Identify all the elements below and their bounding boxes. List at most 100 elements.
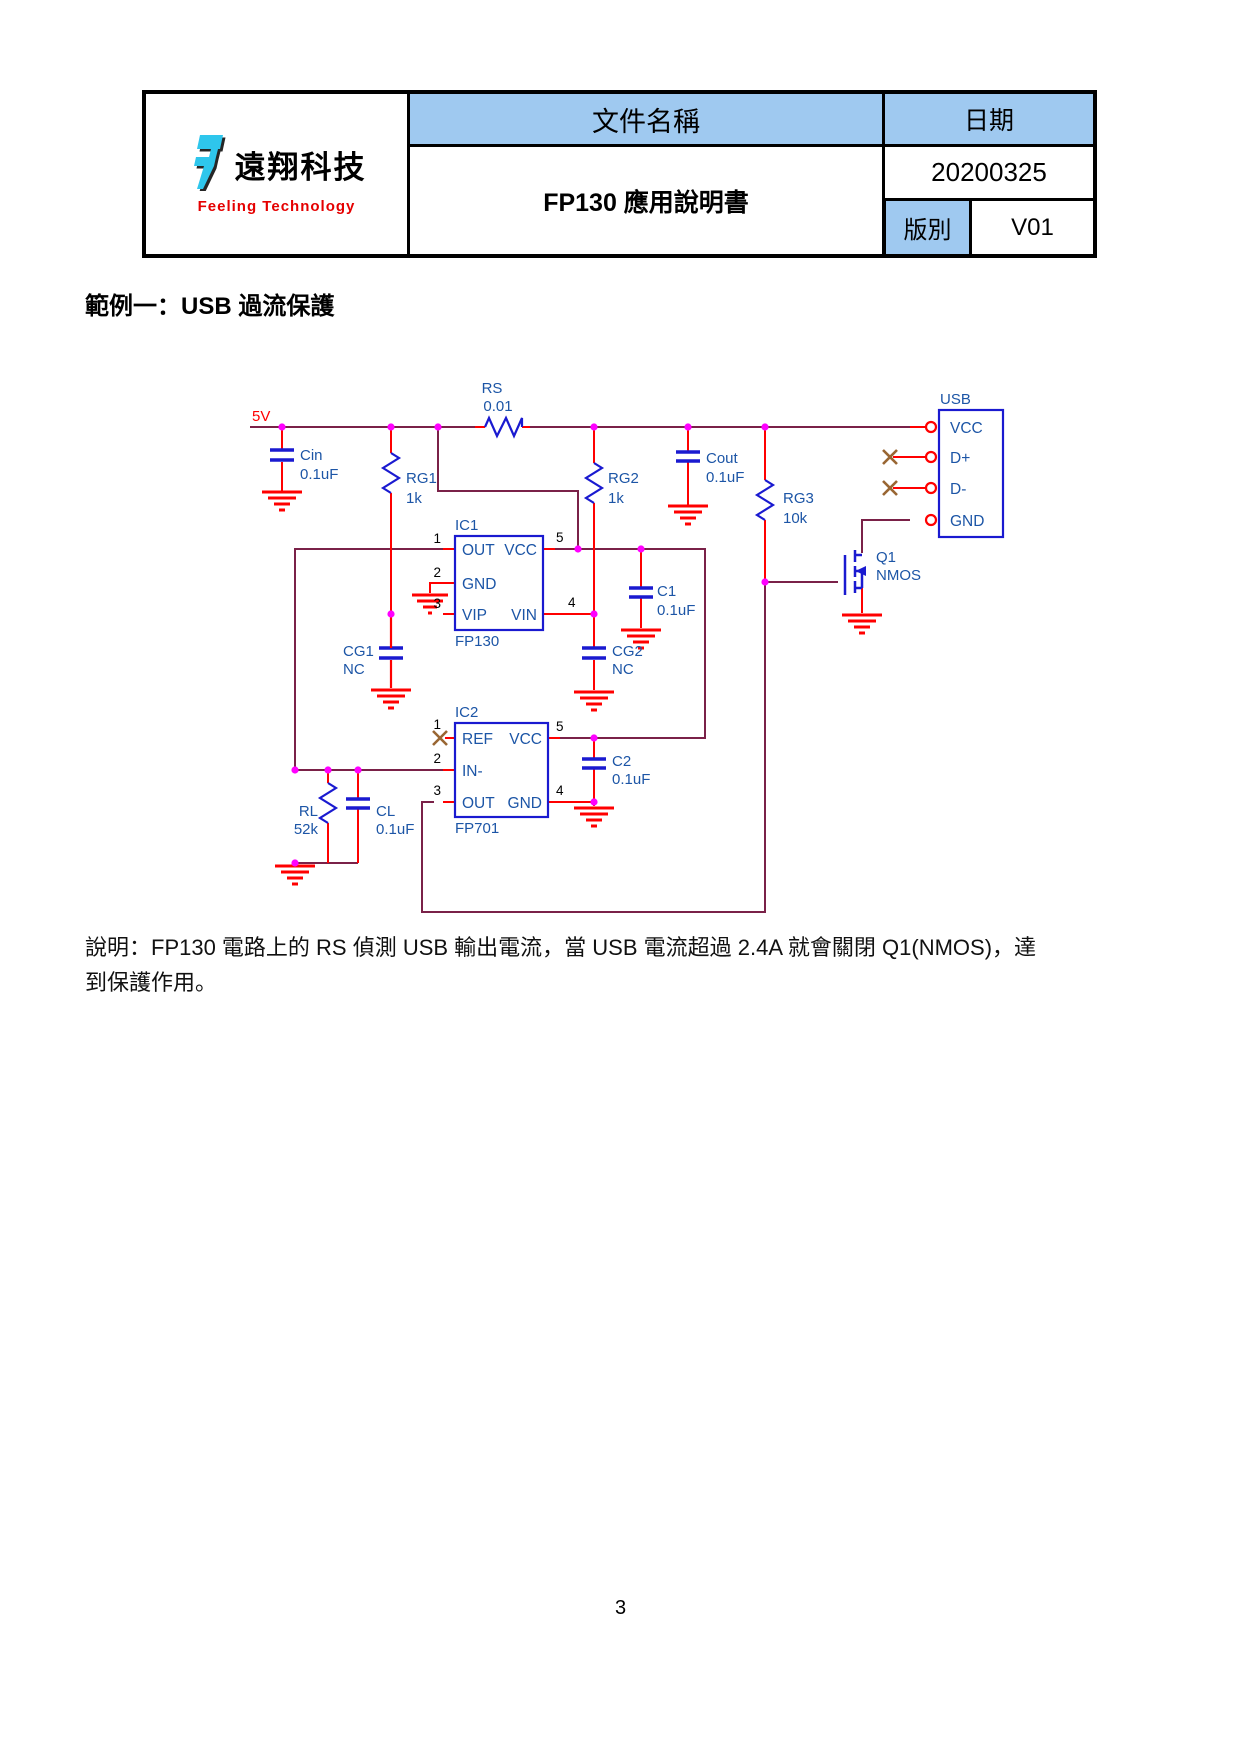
rg3-ref: RG3: [783, 490, 814, 507]
rs-value: 0.01: [483, 398, 512, 415]
junction-dots: [278, 423, 769, 867]
ic2-pin2-number: 2: [433, 751, 441, 766]
q1-part: NMOS: [876, 567, 921, 584]
ic1-pin1-number: 1: [433, 531, 441, 546]
ic2-pin-gnd: GND: [508, 795, 542, 812]
logo-f-icon: [187, 133, 229, 196]
ic2-pin5-number: 5: [556, 719, 564, 734]
version-value: V01: [971, 199, 1094, 255]
ic2-pin1-number: 1: [433, 717, 441, 732]
ic2-pin-ref: REF: [462, 731, 493, 748]
capacitor-cg2: [582, 646, 606, 660]
components: [270, 408, 1005, 824]
ic2-pin-inm: IN-: [462, 763, 483, 780]
ic1-body: [453, 534, 545, 632]
ic2-body: [453, 721, 550, 819]
document-header-table: 遠翔科技 Feeling Technology 文件名稱 FP130 應用說明書…: [142, 90, 1097, 258]
ic1-pin3-number: 3: [433, 596, 441, 611]
rs-ref: RS: [482, 380, 503, 397]
c2-value: 0.1uF: [612, 771, 650, 788]
ground-ic1-gnd: [412, 593, 448, 615]
net-label-5v: 5V: [252, 408, 270, 425]
ground-symbols: [262, 490, 882, 886]
wires: [250, 426, 910, 913]
rg2-value: 1k: [608, 490, 624, 507]
date-label: 日期: [883, 93, 1094, 146]
version-label: 版別: [885, 199, 971, 255]
no-connect-marks: [432, 449, 898, 746]
usb-pin-vcc: VCC: [950, 420, 983, 437]
resistor-rg2: [583, 462, 605, 504]
capacitor-cin: [270, 448, 294, 462]
ic2-pin4-number: 4: [556, 783, 564, 798]
ic1-pin-out: OUT: [462, 542, 495, 559]
resistor-rl: [317, 782, 339, 824]
ground-q1: [842, 613, 882, 635]
capacitor-c2: [582, 757, 606, 770]
ground-cout: [668, 504, 708, 526]
component-leads: [281, 426, 926, 863]
usb-connector-body: [937, 408, 1005, 539]
section-heading: 範例一：USB 過流保護: [85, 293, 335, 320]
rl-value: 52k: [294, 821, 319, 838]
ic1-part: FP130: [455, 633, 499, 650]
date-value: 20200325: [883, 146, 1094, 199]
ground-cg1: [371, 688, 411, 710]
ic2-part: FP701: [455, 820, 499, 837]
cout-ref: Cout: [706, 450, 739, 467]
ic1-ref: IC1: [455, 517, 478, 534]
ground-rl-cl: [275, 864, 315, 886]
doc-title: FP130 應用說明書: [409, 146, 883, 255]
ic1-pin-gnd: GND: [462, 576, 496, 593]
description-line-1: 說明：FP130 電路上的 RS 偵測 USB 輸出電流，當 USB 電流超過 …: [85, 935, 1037, 960]
ic1-pin2-number: 2: [433, 565, 441, 580]
usb-pin-circles: [924, 420, 938, 527]
version-row: 版別 V01: [883, 199, 1094, 255]
rg3-value: 10k: [783, 510, 808, 527]
ic1-pin-vin: VIN: [511, 607, 537, 624]
company-logo: 遠翔科技 Feeling Technology: [145, 93, 409, 255]
cout-value: 0.1uF: [706, 469, 744, 486]
rg2-ref: RG2: [608, 470, 639, 487]
ic1-pin-vcc: VCC: [504, 542, 537, 559]
cg1-ref: CG1: [343, 643, 374, 660]
ic2-pin-out: OUT: [462, 795, 495, 812]
schematic-svg: 5V RS 0.01 Cin 0.1uF RG1 1k RG2 1k Cout …: [250, 380, 1005, 913]
noconnect-dminus: [882, 480, 898, 496]
cl-value: 0.1uF: [376, 821, 414, 838]
usb-ref: USB: [940, 391, 971, 408]
q1-body-arrow: [855, 566, 866, 576]
description-line-2: 到保護作用。: [85, 970, 218, 995]
cg2-ref: CG2: [612, 643, 643, 660]
cl-ref: CL: [376, 803, 395, 820]
resistor-rs: [483, 415, 524, 439]
rg1-ref: RG1: [406, 470, 437, 487]
ground-cin: [262, 490, 302, 512]
description-paragraph: 說明：FP130 電路上的 RS 偵測 USB 輸出電流，當 USB 電流超過 …: [85, 930, 1185, 1000]
cin-value: 0.1uF: [300, 466, 338, 483]
c2-ref: C2: [612, 753, 631, 770]
ic1-pin4-number: 4: [568, 595, 576, 610]
ground-c2: [574, 806, 614, 828]
ic2-pin3-number: 3: [433, 783, 441, 798]
noconnect-ref: [432, 730, 448, 746]
noconnect-dplus: [882, 449, 898, 465]
ic1-pin-vip: VIP: [462, 607, 487, 624]
usb-pin-dminus: D-: [950, 481, 966, 498]
cg1-value: NC: [343, 661, 365, 678]
ground-c1: [621, 628, 661, 650]
capacitor-cg1: [379, 646, 403, 660]
logo-company-subtitle: Feeling Technology: [197, 198, 356, 215]
ic1-pin5-number: 5: [556, 530, 564, 545]
resistor-rg3: [754, 479, 776, 521]
ic2-pin-vcc: VCC: [509, 731, 542, 748]
capacitor-c1: [629, 586, 653, 599]
q1-ref: Q1: [876, 549, 896, 566]
usb-pin-gnd: GND: [950, 513, 984, 530]
ic2-ref: IC2: [455, 704, 478, 721]
c1-ref: C1: [657, 583, 676, 600]
logo-company-name: 遠翔科技: [234, 150, 367, 185]
cin-ref: Cin: [300, 447, 323, 464]
capacitor-cout: [676, 450, 700, 463]
